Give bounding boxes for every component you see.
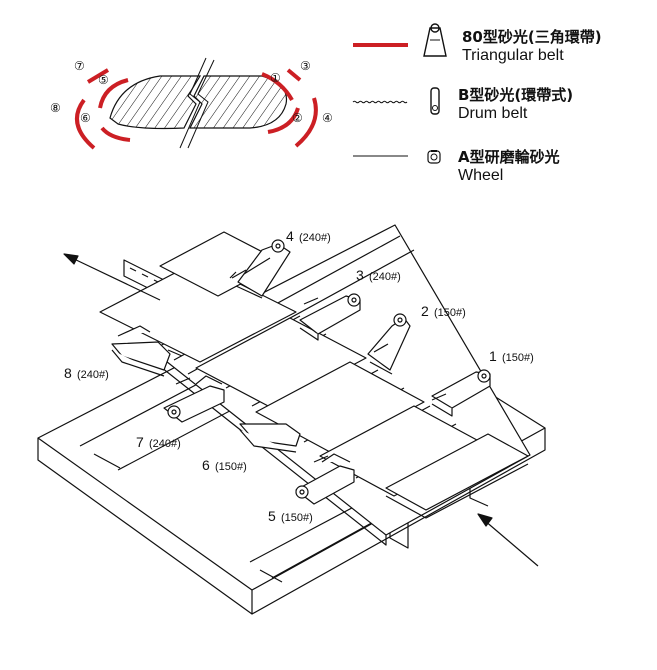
legend-zh-triangular: 80型砂光(三角環帶)	[462, 28, 602, 46]
head-2	[367, 313, 411, 375]
station-7-num: 7	[136, 434, 144, 450]
legend-en-wheel: Wheel	[458, 167, 503, 184]
head-7	[163, 375, 225, 423]
legend-zh-wheel: A型研磨輪砂光	[458, 148, 560, 166]
zone-4-belt	[294, 97, 318, 148]
legend-row-wheel: A型研磨輪砂光 Wheel	[353, 148, 560, 184]
feed-arrows	[63, 253, 539, 567]
station-2-grit: (150#)	[434, 307, 466, 319]
station-3-grit: (240#)	[369, 271, 401, 283]
zone-2-belt	[267, 107, 300, 134]
legend-row-drum: B型砂光(環帶式) Drum belt	[352, 86, 573, 122]
station-6-grit: (150#)	[215, 461, 247, 473]
head-1	[431, 369, 491, 417]
station-1-grit: (150#)	[502, 352, 534, 364]
head-6	[239, 423, 301, 453]
profile-mark-3: ③	[300, 59, 311, 73]
triangular-belt-head-icon	[423, 23, 447, 57]
profile-mark-4: ④	[322, 111, 333, 125]
station-5-num: 5	[268, 508, 276, 524]
zone-6-belt	[100, 126, 131, 142]
infeed-arrow	[483, 519, 539, 567]
zone-3-belt	[286, 68, 302, 82]
station-8-grit: (240#)	[77, 369, 109, 381]
legend-line-wavy	[352, 100, 408, 104]
machine-drawing	[37, 224, 546, 615]
station-2-num: 2	[421, 303, 429, 319]
drum-belt-head-icon	[430, 87, 440, 115]
zone-5-belt	[98, 78, 129, 109]
break-line	[179, 57, 215, 149]
head-3	[299, 293, 361, 341]
workpiece-panels	[99, 231, 529, 519]
profile-mark-2: ②	[292, 111, 303, 125]
profile-mark-6: ⑥	[80, 111, 91, 125]
legend-row-triangular: 80型砂光(三角環帶) Triangular belt	[353, 23, 602, 64]
legend-zh-drum: B型砂光(環帶式)	[458, 86, 573, 104]
station-5-grit: (150#)	[281, 512, 313, 524]
station-7-grit: (240#)	[149, 438, 181, 450]
zone-1-belt	[261, 72, 294, 102]
profile-mark-1: ①	[270, 71, 281, 85]
legend: 80型砂光(三角環帶) Triangular belt B型砂光(環帶式) Dr…	[352, 23, 602, 184]
legend-en-triangular: Triangular belt	[462, 47, 564, 64]
station-1-num: 1	[489, 348, 497, 364]
profile-mark-5: ⑤	[98, 73, 109, 87]
profile-cross-section: ⑦ ⑤ ⑧ ⑥ ① ③ ② ④	[50, 57, 333, 150]
zone-8-belt	[74, 98, 96, 150]
station-4-grit: (240#)	[299, 232, 331, 244]
wheel-head-icon	[427, 150, 441, 164]
outfeed-arrow	[71, 257, 161, 301]
zone-7-belt	[86, 68, 110, 84]
station-3-num: 3	[356, 267, 364, 283]
head-8	[111, 325, 171, 377]
station-labels: 4 (240#) 3 (240#) 2 (150#) 1 (150#) 8 (2…	[64, 228, 534, 524]
profile-mark-8: ⑧	[50, 101, 61, 115]
station-6-num: 6	[202, 457, 210, 473]
station-8-num: 8	[64, 365, 72, 381]
head-4	[235, 239, 291, 299]
workpiece-profile	[109, 75, 202, 130]
head-5	[295, 453, 355, 505]
station-4-num: 4	[286, 228, 294, 244]
legend-en-drum: Drum belt	[458, 105, 528, 122]
profile-mark-7: ⑦	[74, 59, 85, 73]
